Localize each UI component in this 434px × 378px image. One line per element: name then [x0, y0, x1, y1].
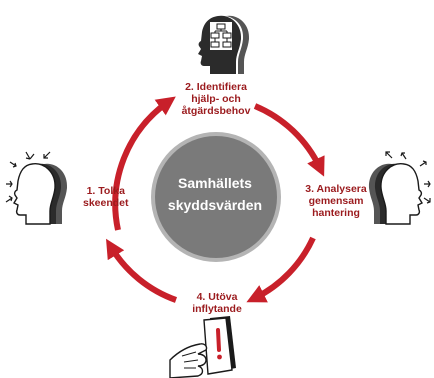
step-1-line1: 1. Tolka: [86, 185, 125, 197]
heads-with-incoming-arrows-icon: [5, 151, 68, 225]
arrow-3-to-4: [246, 236, 316, 303]
center-circle: [151, 132, 281, 262]
center-title-line2: skyddsvärden: [167, 197, 263, 213]
center-title-line1: Samhällets: [178, 175, 252, 191]
arrow-2-to-3: [253, 103, 325, 177]
step-2-line2: hjälp- och: [191, 93, 241, 105]
hand-holding-document-icon: [169, 316, 236, 378]
step-4-line1: 4. Utöva: [196, 291, 238, 303]
step-2-line1: 2. Identifiera: [185, 81, 247, 93]
step-1-label: 1. Tolka skeendet: [83, 185, 129, 209]
step-3-line3: hantering: [312, 207, 360, 219]
step-2-label: 2. Identifiera hjälp- och åtgärdsbehov: [170, 81, 262, 117]
step-1-line2: skeendet: [83, 197, 129, 209]
step-2-line3: åtgärdsbehov: [181, 105, 251, 117]
step-4-label: 4. Utöva inflytande: [183, 291, 251, 315]
arrow-1-to-2: [112, 96, 176, 231]
step-4-line2: inflytande: [192, 303, 242, 315]
step-3-label: 3. Analysera gemensam hantering: [298, 183, 374, 219]
center-title: Samhällets skyddsvärden: [150, 172, 280, 216]
arrow-4-to-1: [106, 238, 178, 303]
cycle-arrows: [106, 96, 325, 303]
head-with-organization-chart-icon: [198, 15, 250, 74]
step-3-line1: 3. Analysera: [305, 183, 367, 195]
heads-with-outgoing-arrows-icon: [368, 151, 431, 225]
step-3-line2: gemensam: [308, 195, 364, 207]
